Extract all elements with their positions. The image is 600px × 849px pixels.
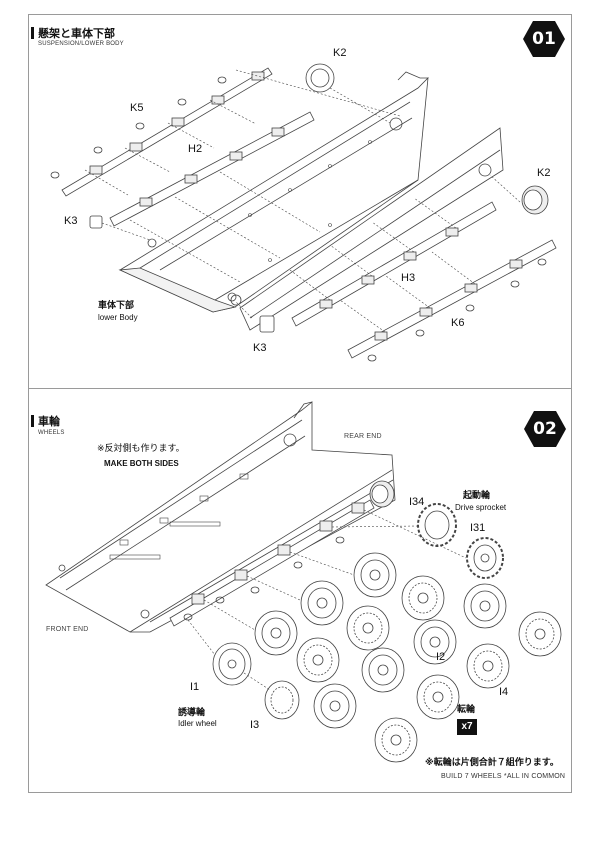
part-label-k2-right: K2 [537, 167, 551, 179]
footer-note-jp: ※転輪は片側合計７組作ります。 [425, 757, 559, 767]
both-sides-note-jp: ※反対側も作ります。 [97, 443, 185, 453]
hull-side-drawing [45, 401, 396, 633]
sprocket-label-jp: 起動輪 [463, 490, 491, 500]
step2-subtitle: WHEELS [38, 430, 65, 436]
front-end-label: FRONT END [46, 626, 89, 633]
part-label-k6: K6 [451, 317, 465, 329]
sprocket-label-en: Drive sprocket [455, 503, 507, 512]
step1-number: 01 [532, 29, 556, 49]
part-label-k3-bottom: K3 [253, 342, 267, 354]
part-label-i31: I31 [470, 522, 486, 534]
section-marker [31, 27, 34, 39]
hull-label-jp: 車体下部 [98, 300, 135, 310]
k3-part-left [89, 215, 103, 229]
part-label-h3: H3 [401, 272, 416, 284]
k2-hub-right [521, 185, 549, 215]
road-wheels-drawing [254, 552, 562, 763]
k2-hub-top [305, 63, 335, 93]
part-label-i3: I3 [250, 719, 260, 731]
lower-hull-drawing [118, 71, 429, 313]
part-label-i2: I2 [436, 651, 446, 663]
section-marker [31, 415, 34, 427]
hull-label-en: lower Body [98, 313, 138, 322]
part-label-h2: H2 [188, 143, 203, 155]
step1-badge: 01 [522, 20, 566, 58]
part-label-k2-top: K2 [333, 47, 347, 59]
footer-note-en: BUILD 7 WHEELS *ALL IN COMMON [441, 773, 566, 780]
step1-title: 懸架と車体下部 [38, 28, 115, 40]
step1-subtitle: SUSPENSION/LOWER BODY [38, 41, 124, 47]
step2-title: 車輪 [38, 416, 60, 428]
drive-sprocket-drawing [417, 503, 504, 579]
idler-label-en: Idler wheel [178, 719, 217, 728]
step2-number: 02 [533, 419, 557, 439]
hull-details-drawing [109, 473, 249, 560]
wheel-suspension-rail [169, 499, 375, 627]
hexagon-icon [523, 21, 565, 57]
idler-label-jp: 誘導輪 [178, 707, 206, 717]
idler-wheel-drawing [212, 642, 300, 720]
rear-end-label: REAR END [344, 433, 382, 440]
part-label-k5: K5 [130, 102, 144, 114]
hexagon-icon [524, 411, 566, 447]
step2-badge: 02 [523, 410, 567, 448]
page-frame [28, 14, 572, 793]
side-panel-drawing [230, 127, 504, 331]
part-label-i4: I4 [499, 686, 509, 698]
section-divider [28, 388, 572, 389]
part-label-k3-left: K3 [64, 215, 78, 227]
part-label-i34: I34 [409, 496, 425, 508]
roadwheel-label-jp: 転輪 [457, 704, 476, 714]
k3-part-bottom [259, 315, 275, 333]
part-label-i1: I1 [190, 681, 200, 693]
suspension-rail-upper [50, 67, 315, 227]
both-sides-note-en: MAKE BOTH SIDES [104, 459, 179, 468]
suspension-rail-lower [291, 201, 557, 362]
quantity-badge: x7 [457, 719, 477, 735]
